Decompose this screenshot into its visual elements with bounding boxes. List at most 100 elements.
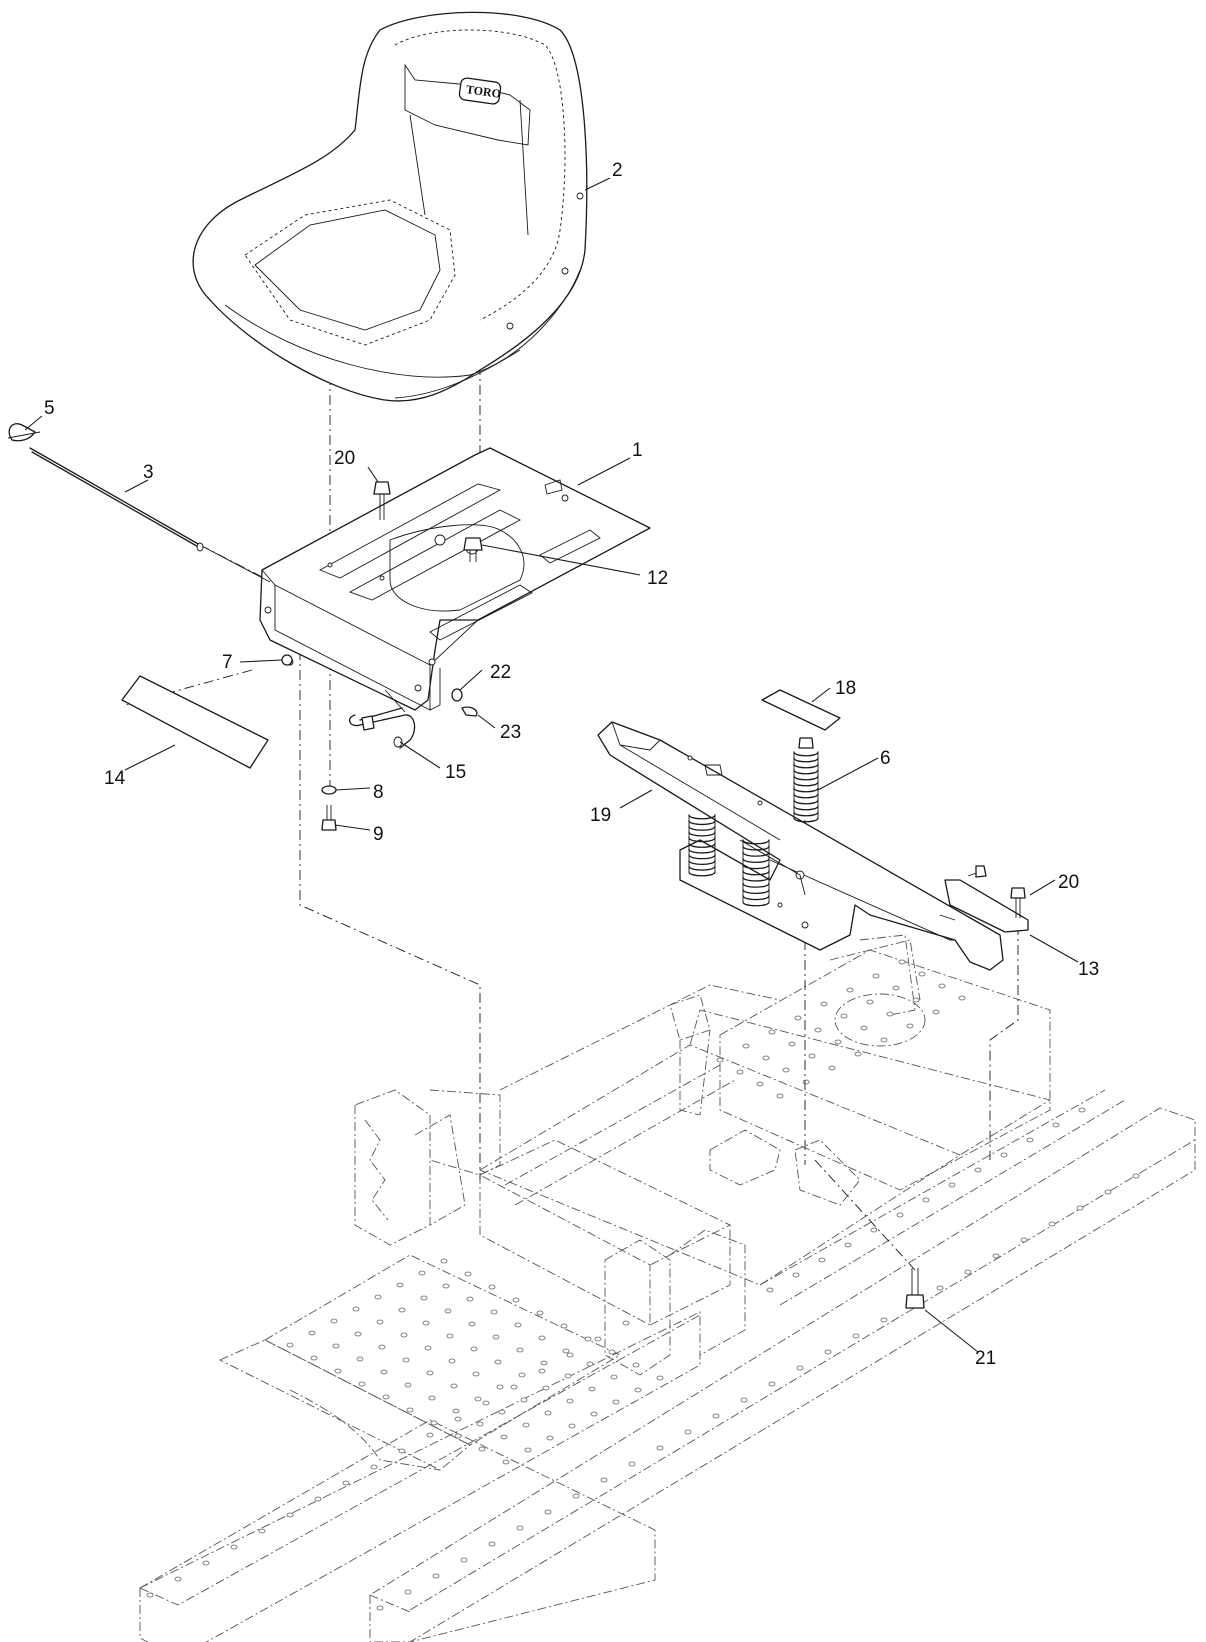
spring-outline <box>793 752 819 818</box>
spring-coil <box>793 751 819 823</box>
callout-21: 21 <box>975 1348 996 1369</box>
frame-hole <box>852 1333 860 1339</box>
bolt-9 <box>321 805 337 831</box>
frame-hole <box>334 1368 342 1374</box>
frame-hole <box>860 1025 868 1031</box>
frame-hole <box>584 1336 592 1342</box>
frame-hole <box>510 1384 518 1390</box>
callout-1: 1 <box>632 440 643 461</box>
bolt-12 <box>463 537 483 562</box>
frame-hole <box>524 1447 532 1453</box>
frame-hole <box>496 1384 504 1390</box>
seat-springs <box>688 751 819 907</box>
frame-hole <box>768 1029 776 1035</box>
frame-hole <box>568 1423 576 1429</box>
callout-19: 19 <box>590 805 611 826</box>
frame-hole <box>358 1381 366 1387</box>
frame-hole <box>426 1370 434 1376</box>
frame-hole <box>824 1349 832 1355</box>
frame-hole <box>352 1306 360 1312</box>
frame-hole <box>656 1375 664 1381</box>
frame-hole <box>958 995 966 1001</box>
frame-hole <box>964 1269 972 1275</box>
frame-hole <box>766 1287 774 1293</box>
frame-hole <box>500 1434 508 1440</box>
frame-hole <box>854 1051 862 1057</box>
frame-hole <box>536 1310 544 1316</box>
frame-hole <box>1132 1173 1140 1179</box>
frame-hole <box>376 1605 384 1611</box>
frame-hole <box>880 1317 888 1323</box>
frame-hole <box>622 1320 630 1326</box>
frame-hole <box>898 959 906 965</box>
callout-6: 6 <box>880 748 891 769</box>
frame-hole <box>516 1347 524 1353</box>
frame-hole <box>488 1541 496 1547</box>
frame-hole <box>796 1365 804 1371</box>
callout-13: 13 <box>1078 959 1099 980</box>
frame-hole <box>566 1398 574 1404</box>
frame-hole <box>866 999 874 1005</box>
frame-hole <box>588 1386 596 1392</box>
frame-hole <box>286 1342 294 1348</box>
frame-hole <box>1020 1237 1028 1243</box>
frame-hole <box>922 1197 930 1203</box>
callout-20-right: 20 <box>1058 872 1079 893</box>
frame-hole <box>146 1592 154 1598</box>
frame-hole <box>330 1318 338 1324</box>
frame-hole <box>516 1525 524 1531</box>
frame-hole <box>398 1448 406 1454</box>
frame-hole <box>310 1355 318 1361</box>
frame-hole <box>544 1410 552 1416</box>
spring-outline <box>742 840 770 902</box>
frame-hole-pattern <box>146 959 1140 1611</box>
frame-hole <box>560 1323 568 1329</box>
frame-hole <box>1026 1137 1034 1143</box>
spring-outline <box>688 815 716 872</box>
rod-and-hairpin <box>7 423 271 583</box>
frame-hole <box>590 1411 598 1417</box>
seat-support-frame <box>597 721 1029 971</box>
frame-hole <box>740 1397 748 1403</box>
frame-hole <box>892 985 900 991</box>
frame-hole <box>468 1321 476 1327</box>
callout-12: 12 <box>647 568 668 589</box>
frame-hole <box>404 1589 412 1595</box>
frame-hole <box>418 1270 426 1276</box>
frame-hole <box>446 1333 454 1339</box>
callout-labels: 5 3 1 2 20 12 7 22 23 15 8 9 14 18 6 19 … <box>44 160 1099 1369</box>
frame-hole <box>406 1407 414 1413</box>
frame-hole <box>586 1361 594 1367</box>
frame-hole <box>396 1282 404 1288</box>
leader-lines <box>24 177 1079 1353</box>
seat-plate <box>259 447 651 711</box>
frame-hole <box>768 1381 776 1387</box>
frame-hole <box>342 1480 350 1486</box>
frame-hole <box>402 1357 410 1363</box>
frame-hole <box>562 1348 570 1354</box>
spring-top-bolt <box>798 737 814 749</box>
frame-hole <box>1076 1205 1084 1211</box>
frame-hole <box>566 1352 574 1358</box>
frame-hole <box>380 1369 388 1375</box>
frame-hole <box>872 973 880 979</box>
frame-hole <box>906 1023 914 1029</box>
decal-14 <box>121 675 269 769</box>
frame-hole <box>802 1079 810 1085</box>
frame-hole <box>1048 1221 1056 1227</box>
latch-handle-15 <box>348 689 416 749</box>
callout-3: 3 <box>143 462 154 483</box>
frame-hole <box>432 1573 440 1579</box>
frame-hole <box>230 1544 238 1550</box>
frame-hole <box>520 1397 528 1403</box>
frame-hole <box>918 971 926 977</box>
frame-hole <box>634 1387 642 1393</box>
frame-hole <box>756 1081 764 1087</box>
frame-hole <box>514 1322 522 1328</box>
frame-hole <box>656 1445 664 1451</box>
frame-hole <box>932 1009 940 1015</box>
frame-hole <box>430 1420 438 1426</box>
frame-hole <box>258 1528 266 1534</box>
spring-coil <box>742 839 770 907</box>
bolt-21 <box>905 1268 925 1309</box>
